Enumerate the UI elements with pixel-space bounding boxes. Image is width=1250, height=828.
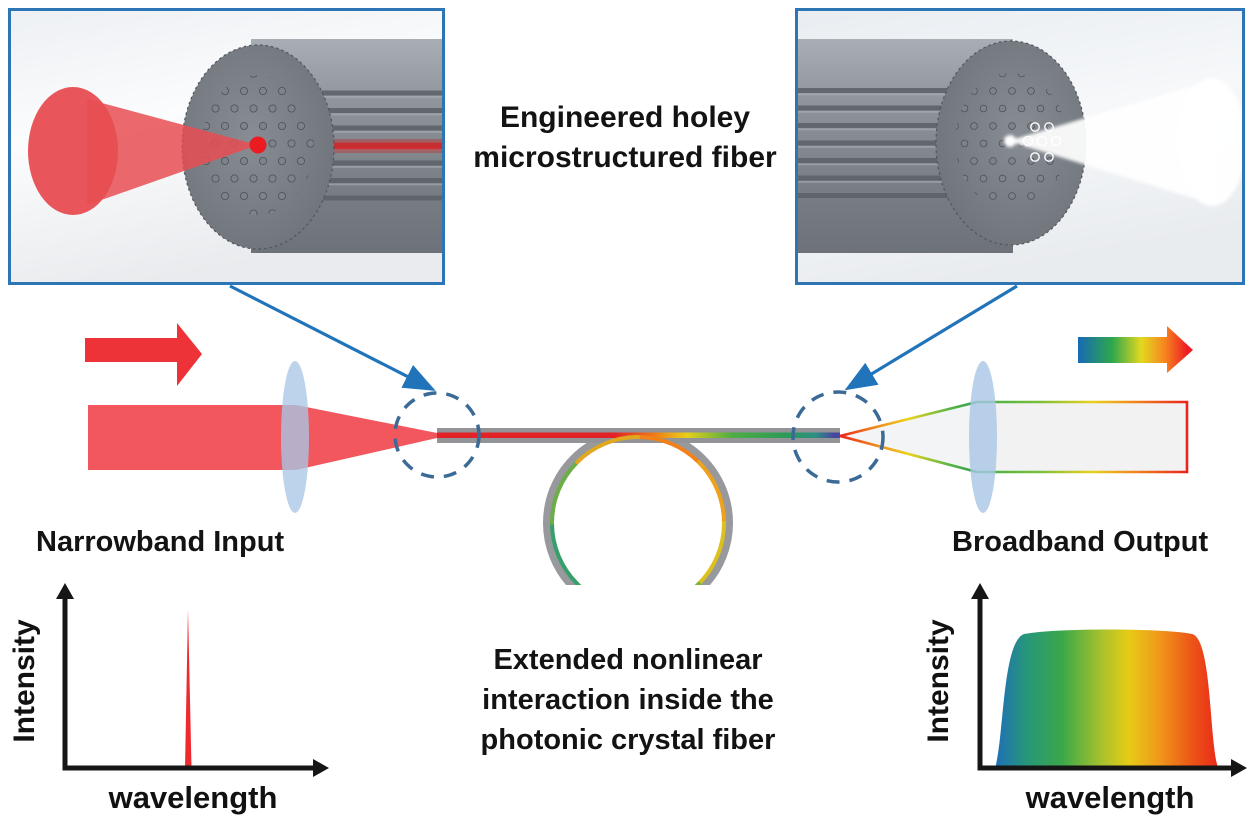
axes — [977, 594, 1234, 771]
x-axis-label: wavelength — [108, 780, 278, 815]
broadband-spectrum-plot: Intensity wavelength — [912, 582, 1250, 822]
fiber-caption-line2: microstructured fiber — [473, 141, 777, 174]
y-axis-label: Intensity — [8, 619, 41, 743]
fiber-caption: Engineered holey microstructured fiber — [440, 98, 810, 178]
narrowband-spectrum-plot: Intensity wavelength — [8, 582, 348, 822]
output-white-cone — [1004, 78, 1242, 206]
callout-line-right — [844, 284, 1018, 391]
illuminated-holes — [1022, 122, 1062, 162]
y-axis-label: Intensity — [922, 619, 955, 743]
output-diverging-beam — [840, 402, 977, 472]
output-fiber-render — [798, 11, 1242, 282]
beam-path-schematic — [85, 284, 1193, 585]
input-red-beam — [88, 405, 437, 470]
x-axis-arrow — [313, 759, 329, 777]
input-fiber-render — [11, 11, 442, 282]
broadband-spectrum-svg: Intensity wavelength — [922, 583, 1247, 815]
rainbow-output-arrow-icon — [1078, 326, 1193, 373]
dashed-circle-right — [791, 390, 885, 484]
red-input-arrow-icon — [85, 323, 202, 386]
broadband-output-label: Broadband Output — [952, 526, 1209, 558]
fiber-caption-line1: Engineered holey — [499, 101, 751, 134]
output-collimated-beam — [977, 402, 1187, 472]
x-axis-label: wavelength — [1025, 780, 1195, 815]
collimating-lens — [969, 361, 997, 513]
narrowband-peak — [185, 609, 192, 768]
narrowband-input-label: Narrowband Input — [36, 526, 285, 558]
dashed-circle-left — [393, 391, 481, 479]
narrowband-spectrum-svg: Intensity wavelength — [8, 583, 329, 815]
y-axis-arrow — [56, 583, 74, 599]
focused-spot-core — [249, 136, 267, 154]
inset-input-fiber-face — [8, 8, 445, 285]
nonlinear-caption-line2: interaction inside the — [482, 684, 774, 716]
callout-line-left — [229, 284, 436, 391]
y-axis-arrow — [971, 583, 989, 599]
loop-light-stripe — [550, 435, 726, 585]
output-cone-edge-bottom — [839, 434, 978, 474]
output-cone-edge-top — [839, 400, 978, 438]
x-axis-arrow — [1231, 759, 1247, 777]
output-beam-outline — [977, 400, 1189, 474]
nonlinear-caption-line3: photonic crystal fiber — [480, 724, 776, 756]
broadband-spectrum-shape — [995, 629, 1218, 768]
nonlinear-caption: Extended nonlinear interaction inside th… — [438, 640, 818, 760]
nonlinear-caption-line1: Extended nonlinear — [493, 644, 763, 676]
input-red-cone — [28, 87, 258, 215]
axes — [62, 594, 316, 771]
focusing-lens — [281, 361, 309, 513]
fiber-loop — [543, 428, 733, 585]
inset-output-fiber-face — [795, 8, 1245, 285]
